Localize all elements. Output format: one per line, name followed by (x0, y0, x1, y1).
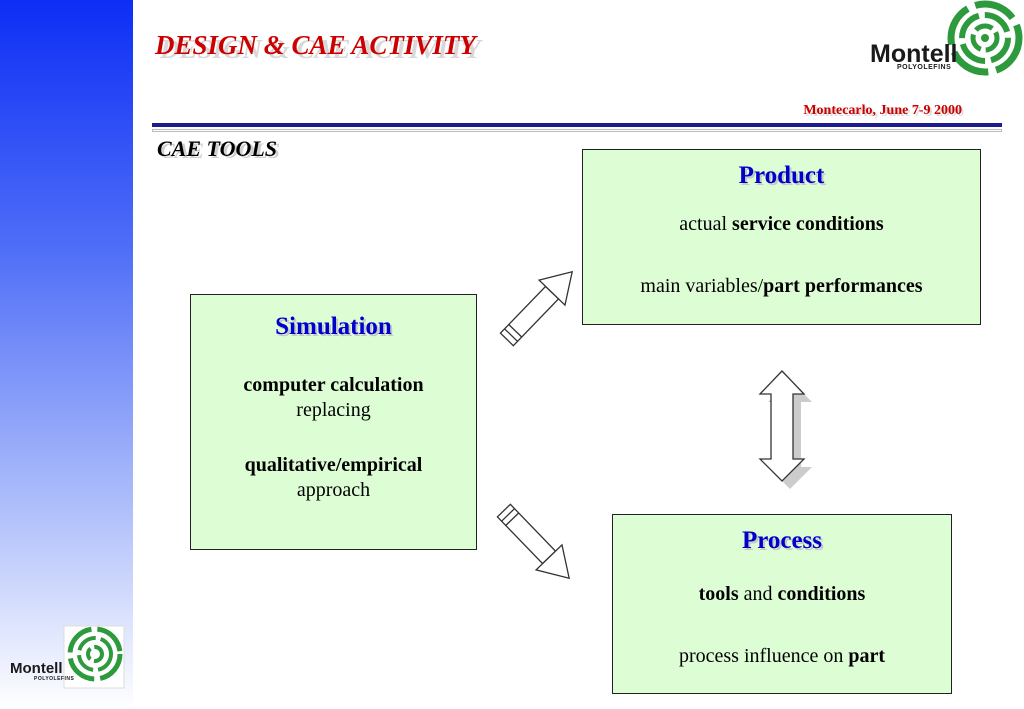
sidebar-gradient (0, 0, 133, 709)
process-line-1-bold-b: conditions (777, 583, 866, 605)
process-line-1-bold-a: tools (698, 583, 739, 605)
logo-tagline: POLYOLEFINS (897, 64, 952, 71)
simulation-line-2: replacing (296, 399, 371, 421)
arrow-simulation-to-process (496, 503, 571, 580)
product-line-2-normal: main variables/ (640, 275, 764, 297)
logo-tagline: POLYOLEFINS (34, 676, 75, 682)
simulation-line-3: qualitative/empirical (244, 454, 423, 476)
process-line-2-normal: process influence on (678, 645, 849, 667)
event-date: Montecarlo, June 7-9 2000 (803, 103, 962, 118)
product-box: Product actual service conditions main v… (582, 149, 981, 325)
process-box: Process tools and conditions process inf… (612, 514, 952, 694)
spiral-logo-icon (63, 625, 125, 689)
spiral-logo-icon (947, 0, 1023, 76)
simulation-line-1: computer calculation (243, 374, 424, 396)
montell-logo-bottom: Montell POLYOLEFINS (8, 624, 126, 690)
page-title: DESIGN & CAE ACTIVITY (155, 30, 476, 60)
logo-wordmark: Montell (10, 660, 63, 677)
montell-logo-top: Montell POLYOLEFINS (867, 0, 1024, 80)
process-line-1: tools and conditions (613, 582, 951, 607)
simulation-line-4: approach (296, 479, 371, 501)
arrow-simulation-to-product (499, 270, 574, 347)
simulation-box: Simulation computer calculation replacin… (190, 294, 477, 550)
product-line-1: actual service conditions (583, 212, 980, 237)
product-line-1-bold: service conditions (732, 213, 884, 235)
product-title: Product (738, 162, 825, 189)
product-line-1-normal: actual (679, 213, 733, 235)
product-line-2-bold: part performances (763, 275, 923, 297)
simulation-title: Simulation (275, 313, 392, 340)
product-line-2: main variables/part performances (583, 274, 980, 299)
section-title: CAE TOOLS (157, 136, 278, 161)
process-line-1-normal: and (738, 583, 778, 605)
header-rule (152, 123, 1002, 127)
process-line-2: process influence on part (613, 644, 951, 669)
process-title: Process (741, 527, 823, 554)
logo-wordmark: Montell (870, 40, 958, 68)
header-rule-secondary (152, 129, 1002, 132)
process-line-2-bold: part (848, 645, 886, 667)
arrow-product-process-bidirectional (758, 370, 812, 489)
